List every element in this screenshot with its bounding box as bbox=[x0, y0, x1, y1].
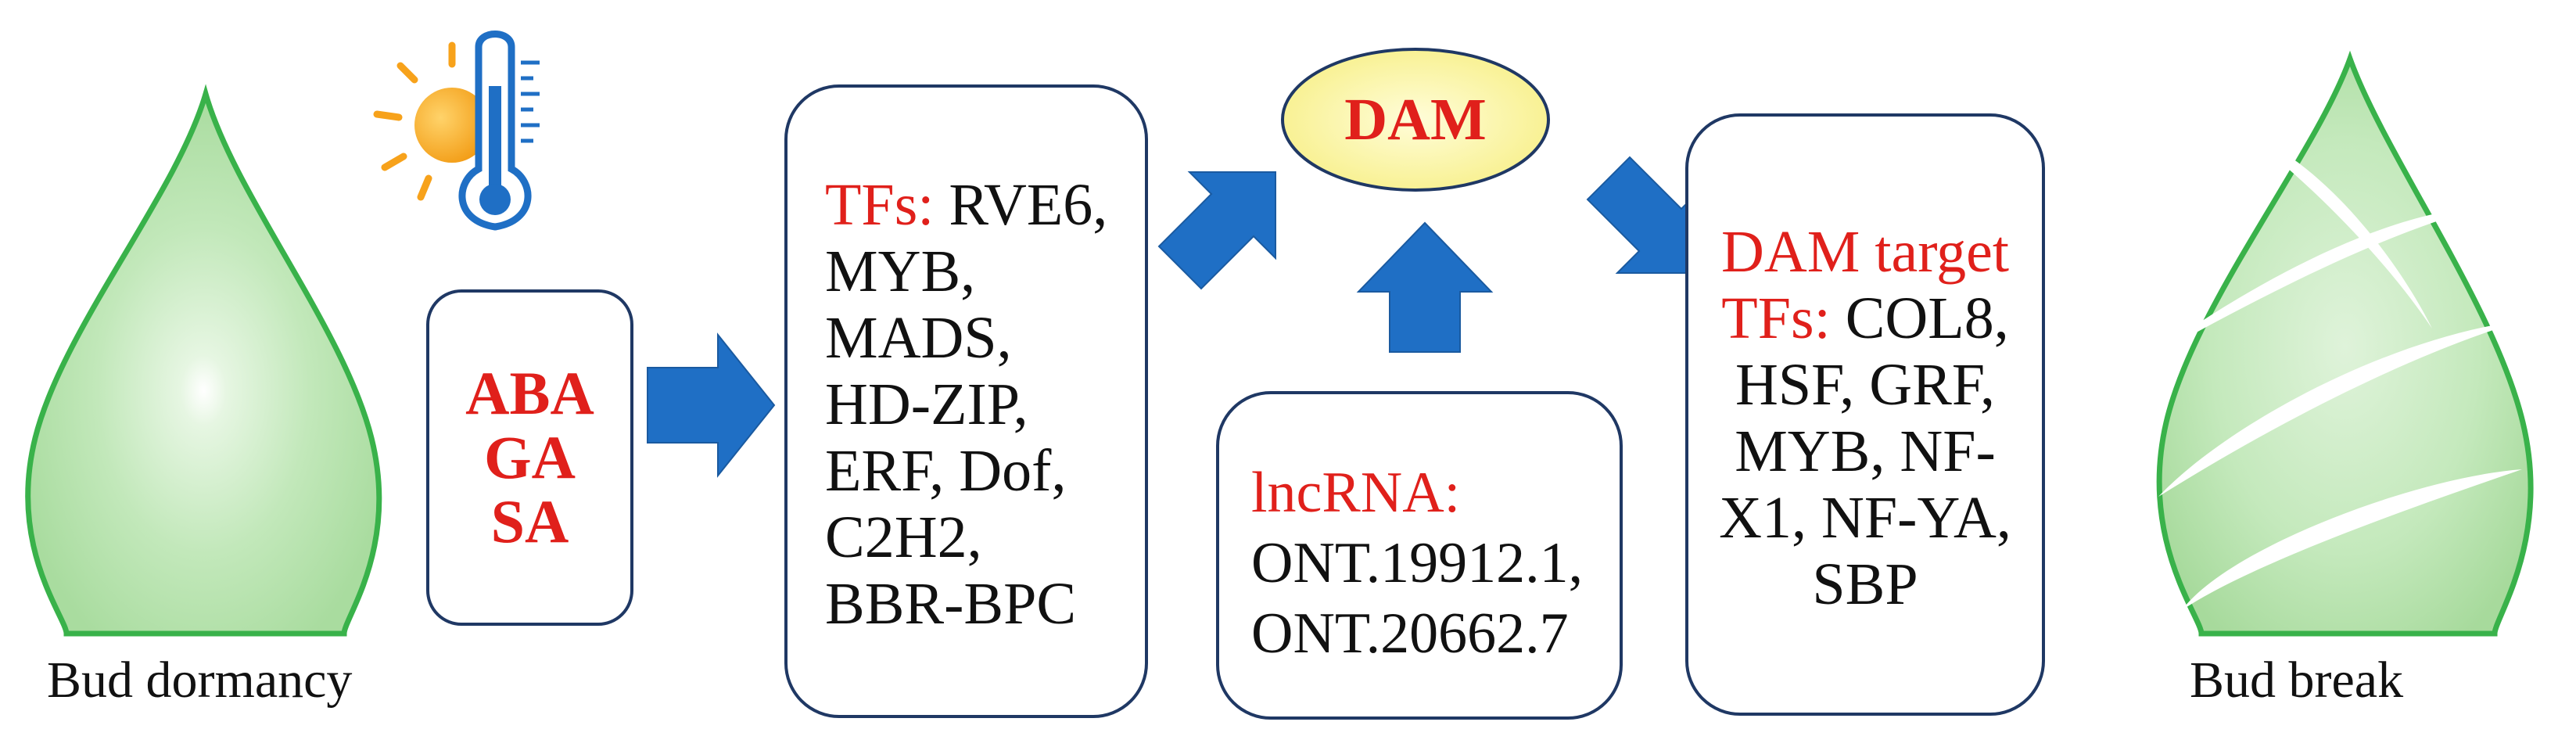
tf-item: BBR-BPC bbox=[825, 571, 1077, 637]
arrow-hormones-to-tfs bbox=[647, 332, 776, 478]
tf-item: ERF, Dof, bbox=[825, 438, 1067, 504]
lncrna-box bbox=[1216, 391, 1623, 720]
dam-label: DAM bbox=[1344, 87, 1487, 153]
hormone-ga: GA bbox=[484, 423, 576, 491]
hormone-sa: SA bbox=[490, 487, 569, 555]
lncrna-id: ONT.20662.7 bbox=[1251, 602, 1569, 666]
tf-list: TFs: RVE6, MYB, MADS, HD-ZIP, ERF, Dof, … bbox=[825, 172, 1107, 637]
caption-bud-break: Bud break bbox=[2190, 652, 2404, 709]
lncrna-id: ONT.19912.1, bbox=[1251, 531, 1584, 595]
dam-node bbox=[1281, 48, 1550, 192]
hormones-box bbox=[426, 289, 633, 626]
lncrna-label: lncRNA: bbox=[1251, 461, 1461, 525]
transcription-factors-box bbox=[784, 84, 1148, 718]
caption-bud-dormancy: Bud dormancy bbox=[47, 652, 353, 709]
tf-item: MADS, bbox=[825, 305, 1012, 371]
lncrna-text: lncRNA: ONT.19912.1, ONT.20662.7 bbox=[1251, 458, 1583, 669]
tf-item: RVE6, bbox=[949, 172, 1108, 238]
dormant-bud-icon bbox=[25, 84, 382, 637]
tf-line-1: TFs: RVE6, bbox=[825, 172, 1107, 239]
arrow-lncrna-to-dam bbox=[1356, 221, 1494, 353]
sun-icon bbox=[373, 41, 506, 201]
targets-title: DAM target bbox=[1721, 219, 2009, 285]
tf-prefix: TFs: bbox=[825, 172, 935, 238]
targets-prefix: TFs: bbox=[1721, 286, 1831, 351]
thermometer-icon bbox=[458, 31, 540, 231]
arrow-tfs-to-dam bbox=[1157, 171, 1276, 290]
target-item: MYB, NF- bbox=[1735, 418, 1996, 484]
target-item: HSF, GRF, bbox=[1735, 352, 1996, 418]
target-item: COL8, bbox=[1845, 286, 2009, 351]
targets-list: DAM target TFs: COL8, HSF, GRF, MYB, NF-… bbox=[1685, 219, 2045, 618]
bud-break-icon bbox=[2147, 50, 2534, 637]
targets-line-1: TFs: COL8, bbox=[1685, 286, 2045, 352]
hormone-aba: ABA bbox=[465, 359, 594, 427]
tf-item: MYB, bbox=[825, 239, 976, 304]
tf-item: C2H2, bbox=[825, 505, 982, 570]
tf-item: HD-ZIP, bbox=[825, 372, 1028, 437]
target-item: X1, NF-YA, bbox=[1719, 485, 2011, 551]
target-item: SBP bbox=[1812, 551, 1918, 617]
dam-targets-box bbox=[1685, 113, 2045, 716]
